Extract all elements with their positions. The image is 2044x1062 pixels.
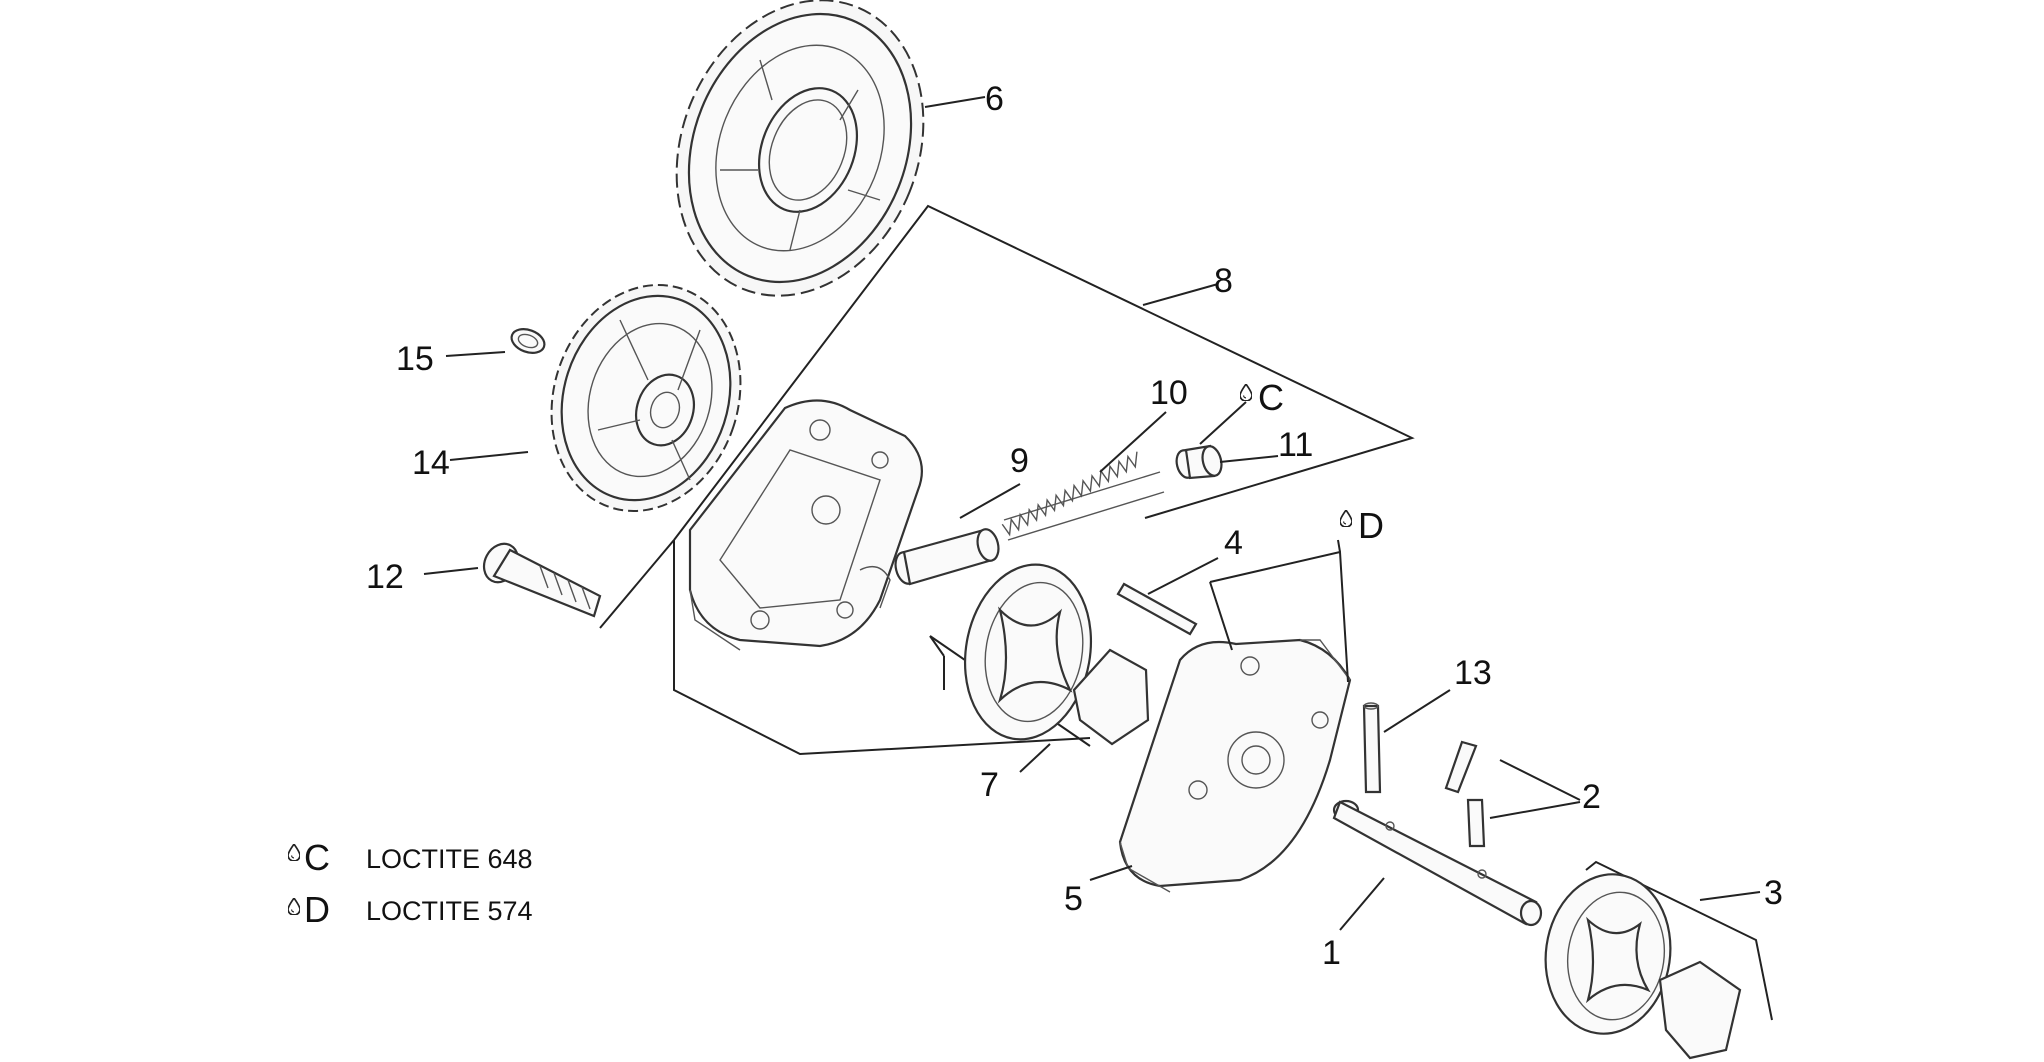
callout-15: 15 [396, 340, 434, 378]
part-2-pins [1444, 740, 1486, 848]
part-10-spring [1001, 451, 1165, 541]
callout-4: 4 [1224, 524, 1243, 562]
part-8-assembly-frame [599, 204, 1415, 756]
callout-12: 12 [366, 558, 404, 596]
svg-text:D: D [1358, 505, 1384, 546]
callout-2: 2 [1582, 778, 1601, 816]
legend-row-d: D LOCTITE 574 [288, 889, 533, 930]
svg-text:LOCTITE 648: LOCTITE 648 [366, 844, 533, 874]
part-3-rotor-set [1544, 860, 1773, 1060]
pump-housing [688, 399, 923, 651]
part-7-rotor-set [929, 563, 1150, 747]
legend: C LOCTITE 648 D LOCTITE 574 [288, 837, 533, 930]
part-5-pump-cover [1118, 638, 1352, 893]
part-15-circlip [510, 328, 546, 354]
callout-1: 1 [1322, 934, 1341, 972]
drop-icon [288, 898, 300, 915]
drop-icon [1340, 510, 1352, 527]
callout-13: 13 [1454, 654, 1492, 692]
callout-10: 10 [1150, 374, 1188, 412]
svg-text:D: D [304, 889, 330, 930]
legend-row-c: C LOCTITE 648 [288, 837, 533, 878]
part-13-dowel [1362, 702, 1382, 794]
part-1-shaft [1332, 799, 1543, 927]
drop-icon [1240, 384, 1252, 401]
svg-text:C: C [1258, 377, 1284, 418]
callout-3: 3 [1764, 874, 1783, 912]
leader-lines [423, 96, 1761, 931]
adhesive-mark-d: D [1340, 505, 1384, 546]
callout-7: 7 [980, 766, 999, 804]
callout-8: 8 [1214, 262, 1233, 300]
part-12-bolt [482, 542, 602, 618]
adhesive-mark-c: C [1240, 377, 1284, 418]
callout-9: 9 [1010, 442, 1029, 480]
part-9-relief-piston [894, 528, 1000, 586]
callout-11: 11 [1278, 426, 1313, 464]
svg-text:C: C [304, 837, 330, 878]
part-14-small-gear [550, 283, 742, 513]
callout-labels: 6 8 15 14 12 9 10 11 4 13 2 7 5 1 3 [366, 80, 1783, 972]
callout-6: 6 [985, 80, 1004, 118]
part-6-large-gear [675, 0, 925, 297]
callout-14: 14 [412, 444, 450, 482]
callout-5: 5 [1064, 880, 1083, 918]
drop-icon [288, 844, 300, 861]
svg-text:LOCTITE 574: LOCTITE 574 [366, 896, 533, 926]
part-11-plug [1175, 444, 1223, 480]
part-4-pin [1116, 582, 1198, 636]
